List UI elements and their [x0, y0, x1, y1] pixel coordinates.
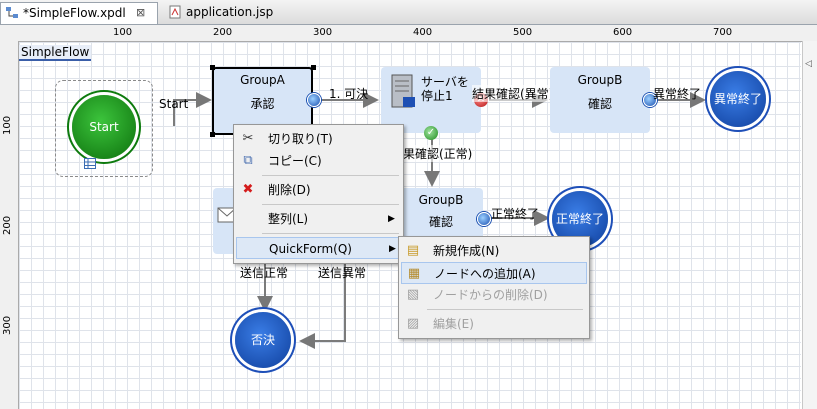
- selection-handle[interactable]: [311, 65, 316, 70]
- menu-item-label: 切り取り(T): [268, 132, 333, 146]
- node-subtitle: 確認: [587, 97, 612, 111]
- menu-item-label: 削除(D): [268, 183, 311, 197]
- ruler-tick: 200: [2, 215, 13, 235]
- edge-label-result-normal: 結果確認(正常): [391, 145, 473, 162]
- tab-simpleflow[interactable]: *SimpleFlow.xpdl ⊠: [0, 2, 158, 24]
- ruler-tick: 200: [213, 27, 233, 38]
- selection-handle[interactable]: [210, 132, 215, 137]
- menu-item-label: ノードへの追加(A): [434, 267, 536, 281]
- diagram-title: SimpleFlow: [19, 45, 92, 61]
- quickform-submenu: ▤ 新規作成(N) ▦ ノードへの追加(A) ▧ ノードからの削除(D) ▨ 編…: [398, 236, 590, 339]
- delete-icon: ✖: [242, 182, 254, 197]
- edge-label-kaketsu: 1. 可決: [329, 87, 369, 101]
- server-node[interactable]: サーバを 停止1: [381, 67, 481, 133]
- flow-file-icon: [6, 7, 18, 18]
- menu-item-align[interactable]: 整列(L) ▶: [236, 208, 401, 230]
- groupb-top-node[interactable]: GroupB 確認: [550, 67, 650, 133]
- selection-handle[interactable]: [210, 65, 215, 70]
- node-subtitle: 承認: [250, 97, 275, 111]
- ruler-tick: 300: [2, 315, 13, 335]
- collapse-arrow-icon[interactable]: ◁: [805, 59, 812, 69]
- reject-node[interactable]: 否決: [235, 312, 291, 368]
- menu-separator: [262, 204, 399, 205]
- server-icon: [391, 74, 415, 108]
- node-title: GroupA: [240, 73, 285, 87]
- edit-icon: ▨: [406, 316, 420, 331]
- edge-label-start: Start: [159, 97, 189, 111]
- node-title: GroupB: [577, 73, 623, 87]
- ruler-tick: 100: [113, 27, 133, 38]
- ruler-tick: 500: [513, 27, 533, 38]
- menu-separator: [262, 175, 399, 176]
- edge-label-result-abnormal: 結果確認(異常): [472, 85, 554, 102]
- tab-label: *SimpleFlow.xpdl: [23, 6, 126, 20]
- palette-collapse-strip[interactable]: ◁: [802, 41, 817, 409]
- scissors-icon: ✂: [242, 131, 254, 146]
- node-subtitle: 確認: [428, 215, 453, 229]
- edge-label-send-normal: 送信正常: [240, 266, 289, 280]
- submenu-item-add-to-node[interactable]: ▦ ノードへの追加(A): [401, 262, 587, 284]
- output-port-icon[interactable]: [307, 93, 321, 107]
- vertical-ruler: 100 200 300: [0, 41, 19, 409]
- editor-tab-bar: *SimpleFlow.xpdl ⊠ application.jsp: [0, 0, 817, 25]
- remove-icon: ▧: [406, 287, 420, 302]
- menu-item-label: QuickForm(Q): [269, 242, 352, 256]
- new-form-icon: ▤: [406, 243, 420, 258]
- menu-item-label: 編集(E): [433, 317, 474, 331]
- abnormal-end-node[interactable]: 異常終了: [710, 71, 766, 127]
- submenu-arrow-icon: ▶: [388, 214, 395, 224]
- groupb-mid-node[interactable]: GroupB 確認: [399, 188, 483, 244]
- submenu-item-new[interactable]: ▤ 新規作成(N): [401, 240, 587, 262]
- menu-item-copy[interactable]: ⧉ コピー(C): [236, 150, 401, 172]
- start-node[interactable]: Start: [72, 95, 136, 159]
- jsp-file-icon: [169, 5, 181, 19]
- paste-icon: ▦: [407, 266, 421, 281]
- menu-item-label: コピー(C): [268, 154, 322, 168]
- menu-item-label: 新規作成(N): [433, 244, 500, 258]
- ruler-tick: 700: [713, 27, 733, 38]
- node-label: 否決: [250, 333, 275, 347]
- diagram-canvas[interactable]: SimpleFlow Start Start Grou: [19, 42, 801, 409]
- edge-label-send-abnormal: 送信異常: [318, 266, 367, 280]
- output-port-icon[interactable]: [643, 93, 657, 107]
- node-title: サーバを: [421, 75, 469, 89]
- edge-send-abnormal[interactable]: [299, 264, 346, 349]
- horizontal-ruler: 100 200 300 400 500 600 700: [0, 25, 817, 42]
- copy-icon: ⧉: [243, 153, 253, 168]
- menu-item-label: 整列(L): [268, 212, 309, 226]
- menu-item-label: ノードからの削除(D): [433, 288, 548, 302]
- table-icon: [84, 158, 96, 169]
- edge-start[interactable]: [173, 92, 212, 126]
- start-node-label: Start: [89, 120, 119, 134]
- submenu-item-remove-from-node[interactable]: ▧ ノードからの削除(D): [401, 284, 587, 306]
- menu-separator: [262, 233, 399, 234]
- node-label: 異常終了: [713, 92, 762, 106]
- tab-label: application.jsp: [186, 5, 274, 19]
- menu-separator: [427, 309, 583, 310]
- close-tab-icon[interactable]: ⊠: [136, 6, 146, 19]
- edge-label-normal-end: 正常終了: [491, 207, 540, 221]
- menu-item-delete[interactable]: ✖ 削除(D): [236, 179, 401, 201]
- ruler-tick: 300: [313, 27, 333, 38]
- menu-item-cut[interactable]: ✂ 切り取り(T): [236, 128, 401, 150]
- output-port-icon[interactable]: [477, 212, 491, 226]
- context-menu: ✂ 切り取り(T) ⧉ コピー(C) ✖ 削除(D) 整列(L) ▶ Quick…: [233, 124, 404, 264]
- submenu-arrow-icon: ▶: [389, 244, 396, 254]
- node-subtitle: 停止1: [421, 89, 453, 103]
- success-port-icon[interactable]: ✓: [424, 126, 438, 140]
- edge-label-abnormal-end: 異常終了: [653, 87, 702, 101]
- ruler-tick: 400: [413, 27, 433, 38]
- submenu-item-edit[interactable]: ▨ 編集(E): [401, 313, 587, 335]
- node-label: 正常終了: [555, 212, 604, 226]
- tab-application-jsp[interactable]: application.jsp: [164, 2, 294, 24]
- ruler-tick: 600: [613, 27, 633, 38]
- menu-item-quickform[interactable]: QuickForm(Q) ▶: [236, 237, 401, 259]
- node-title: GroupB: [418, 193, 464, 207]
- ruler-tick: 100: [2, 115, 13, 135]
- start-node-selection: [55, 80, 153, 177]
